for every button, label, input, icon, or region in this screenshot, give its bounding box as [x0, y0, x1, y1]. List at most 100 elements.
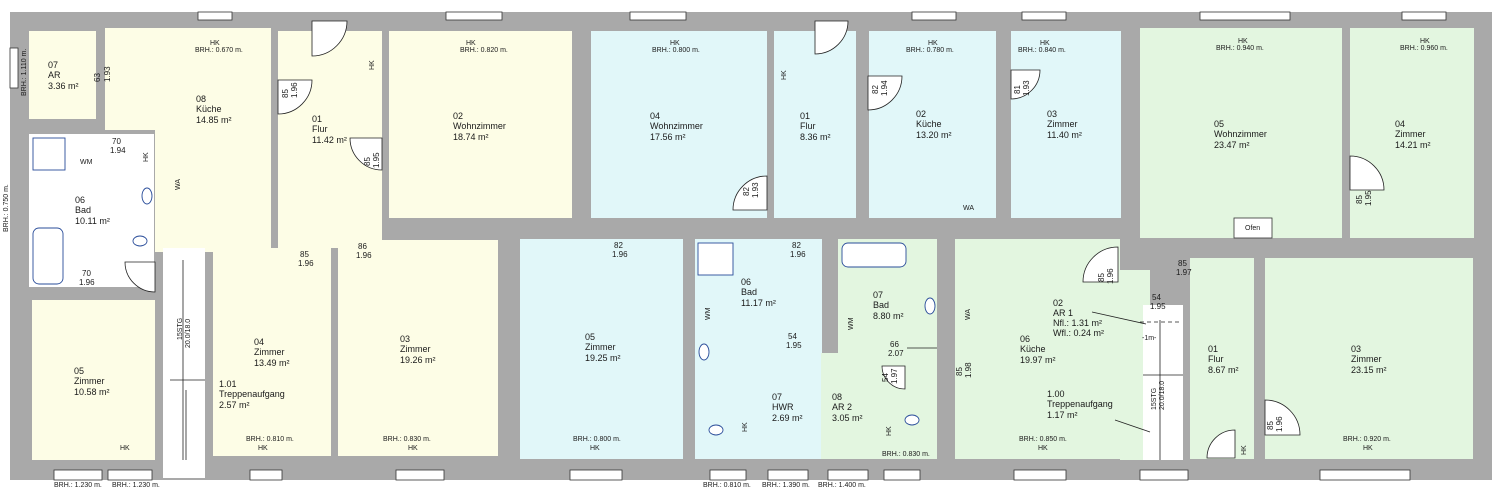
room-name: Küche [1020, 344, 1046, 354]
door-swing[interactable] [277, 79, 313, 115]
room-area: 14.21 m² [1395, 140, 1431, 150]
room-number: 04 [1395, 119, 1405, 129]
room-05-wohnzimmer-right[interactable] [1140, 28, 1342, 238]
room-area: 11.40 m² [1047, 130, 1082, 140]
room-02-kueche-mid[interactable] [869, 31, 996, 218]
room-1-01-treppenaufgang[interactable] [163, 248, 205, 478]
room-area: 19.26 m² [400, 355, 436, 365]
room-03-zimmer-left[interactable] [338, 240, 498, 456]
room-05-zimmer-mid[interactable] [520, 239, 683, 459]
room-area: 13.20 m² [916, 130, 952, 140]
door-width: 82 [614, 241, 623, 250]
sink-label: WA [963, 205, 974, 212]
window [249, 469, 283, 481]
door-swing[interactable] [732, 175, 768, 211]
sill-height: BRH.: 0.920 m. [1343, 436, 1391, 443]
room-03-zimmer-mid[interactable] [1011, 31, 1121, 218]
door-swing[interactable] [1082, 246, 1119, 283]
door-swing[interactable] [1264, 399, 1301, 436]
washer-label: WM [705, 307, 712, 320]
room-name: AR 2 [832, 402, 852, 412]
window [9, 47, 19, 89]
room-number: 06 [75, 195, 85, 205]
room-area: 2.69 m² [772, 413, 803, 423]
room-08-kueche-ext[interactable] [155, 28, 271, 252]
door-swing[interactable] [1206, 429, 1236, 459]
room-number: 08 [196, 94, 206, 104]
window [1319, 469, 1411, 481]
radiator-label: HK [1040, 40, 1050, 47]
room-name: Küche [196, 104, 222, 114]
sill-height: BRH.: 1.230 m. [54, 482, 102, 489]
room-1-00-treppenaufgang[interactable] [1143, 305, 1183, 460]
washer-label: WM [848, 317, 855, 330]
room-04-zimmer-left[interactable] [213, 248, 331, 456]
room-05-zimmer-left[interactable] [32, 300, 155, 460]
door-swing[interactable] [867, 75, 903, 111]
room-03-zimmer-right[interactable] [1265, 258, 1473, 459]
door-height: 1.93 [1022, 80, 1031, 96]
fixtures [32, 137, 1273, 436]
room-number: 01 [1208, 344, 1218, 354]
door-swing[interactable] [349, 137, 383, 171]
door-width: 85 [1178, 259, 1187, 268]
window [1021, 11, 1067, 21]
door-swing[interactable] [814, 20, 849, 55]
room-number: 05 [1214, 119, 1224, 129]
room-07-ar[interactable] [29, 31, 96, 119]
room-01-flur-right[interactable] [1190, 258, 1254, 459]
sill-height: BRH.: 0.810 m. [703, 482, 751, 489]
room-area: 19.97 m² [1020, 355, 1056, 365]
room-number: 1.01 [219, 379, 237, 389]
window [107, 469, 153, 481]
door-swing[interactable] [311, 20, 348, 57]
door-height: 1.95 [786, 341, 802, 350]
window [709, 469, 747, 481]
room-07-bad-right[interactable] [838, 239, 937, 459]
room-wfl: Wfl.: 0.24 m² [1053, 328, 1104, 338]
radiator-label: HK [781, 70, 788, 80]
toilet-icon [708, 424, 724, 436]
stair-dimension: 20.0/18.0 [185, 319, 192, 348]
room-04-wohnzimmer-mid[interactable] [591, 31, 767, 218]
door-width: 82 [871, 85, 880, 94]
room-area: 8.80 m² [873, 311, 904, 321]
door-width: 85 [1266, 421, 1275, 430]
room-02-wohnzimmer-left[interactable] [389, 31, 572, 218]
door-height: 1.97 [1176, 268, 1192, 277]
room-01-flur-mid[interactable] [774, 31, 856, 218]
room-area: 19.25 m² [585, 353, 621, 363]
room-name: Bad [75, 205, 91, 215]
stairs-left [170, 260, 205, 460]
room-name: HWR [772, 402, 794, 412]
shower-icon [32, 137, 66, 171]
door-swing[interactable] [124, 261, 156, 293]
door-height: 1.93 [103, 66, 112, 82]
room-name: Zimmer [585, 342, 616, 352]
door-swing[interactable] [1349, 155, 1385, 191]
room-number: 07 [873, 290, 883, 300]
sill-height: BRH.: 0.850 m. [1019, 436, 1067, 443]
room-number: 02 [916, 109, 926, 119]
door-height: 1.95 [1364, 190, 1373, 206]
door-width: 66 [890, 340, 899, 349]
sill-height: BRH.: 1.230 m. [112, 482, 160, 489]
door-height: 1.97 [890, 368, 899, 384]
door-swing[interactable] [881, 365, 906, 390]
sill-height: BRH.: 0.840 m. [1018, 47, 1066, 54]
radiator-label: HK [742, 422, 749, 432]
radiator-label: HK [670, 40, 680, 47]
window [629, 11, 687, 21]
room-07-hwr[interactable] [764, 353, 810, 459]
windows [9, 11, 1447, 481]
door-swing[interactable] [1010, 69, 1041, 100]
room-name: Zimmer [1351, 354, 1382, 364]
door-width: 82 [742, 187, 751, 196]
door-width: 86 [358, 242, 367, 251]
window [827, 469, 869, 481]
room-number: 04 [650, 111, 660, 121]
room-04-zimmer-right[interactable] [1350, 28, 1474, 238]
sill-height: BRH.: 1.110 m. [21, 49, 28, 96]
room-number: 02 [453, 111, 463, 121]
window [1139, 469, 1189, 481]
